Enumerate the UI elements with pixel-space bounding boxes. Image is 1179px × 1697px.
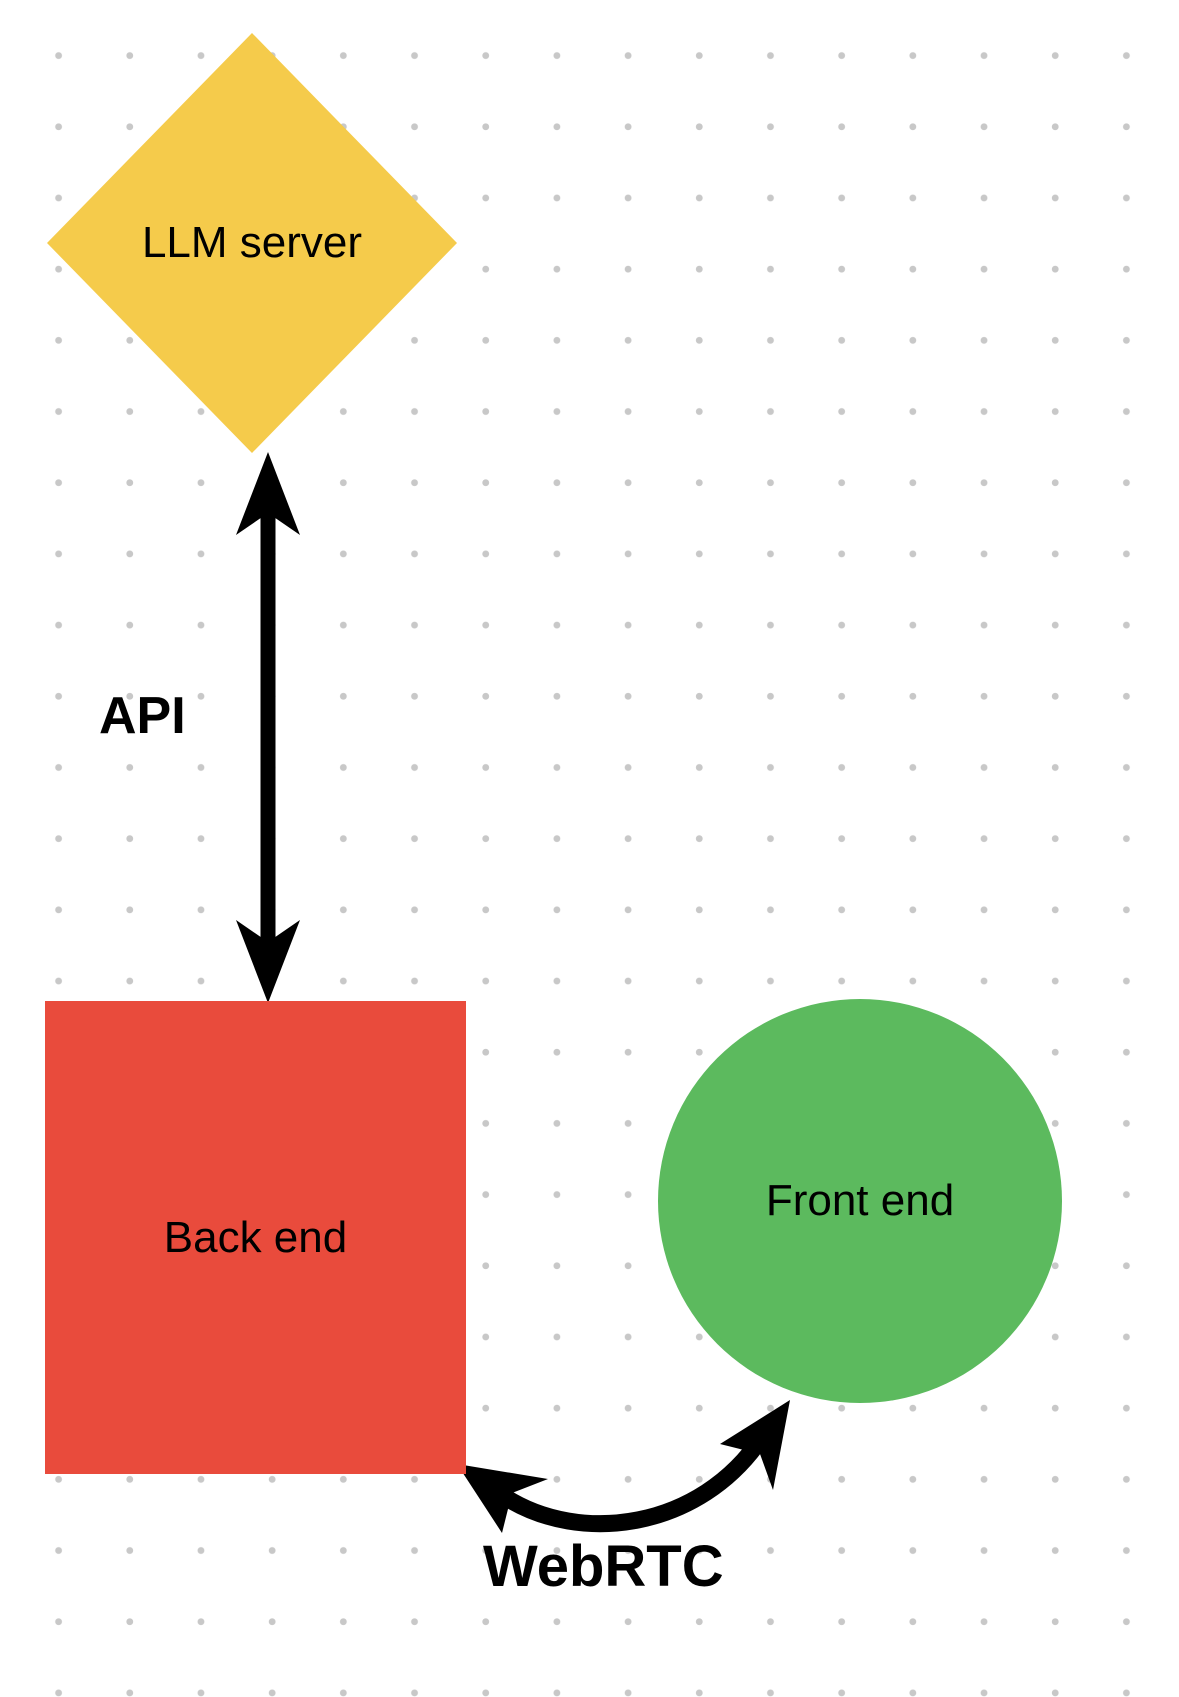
circle-shape: [658, 999, 1062, 1403]
api-arrowhead-up: [236, 452, 300, 535]
webrtc-arrowhead-left: [457, 1464, 548, 1533]
diamond-shape: [47, 33, 457, 453]
edge-label-api: API: [99, 687, 186, 745]
webrtc-arrowhead-right: [720, 1400, 790, 1490]
node-llm-server[interactable]: LLM server: [47, 33, 457, 453]
node-front-end[interactable]: Front end: [658, 999, 1062, 1403]
edge-label-webrtc: WebRTC: [483, 1534, 724, 1599]
edge-webrtc[interactable]: [457, 1400, 790, 1533]
square-shape: [45, 1001, 466, 1474]
webrtc-edge-curve: [500, 1432, 770, 1533]
edge-api[interactable]: [236, 452, 300, 1003]
api-arrowhead-down: [236, 920, 300, 1003]
node-back-end[interactable]: Back end: [45, 1001, 466, 1474]
